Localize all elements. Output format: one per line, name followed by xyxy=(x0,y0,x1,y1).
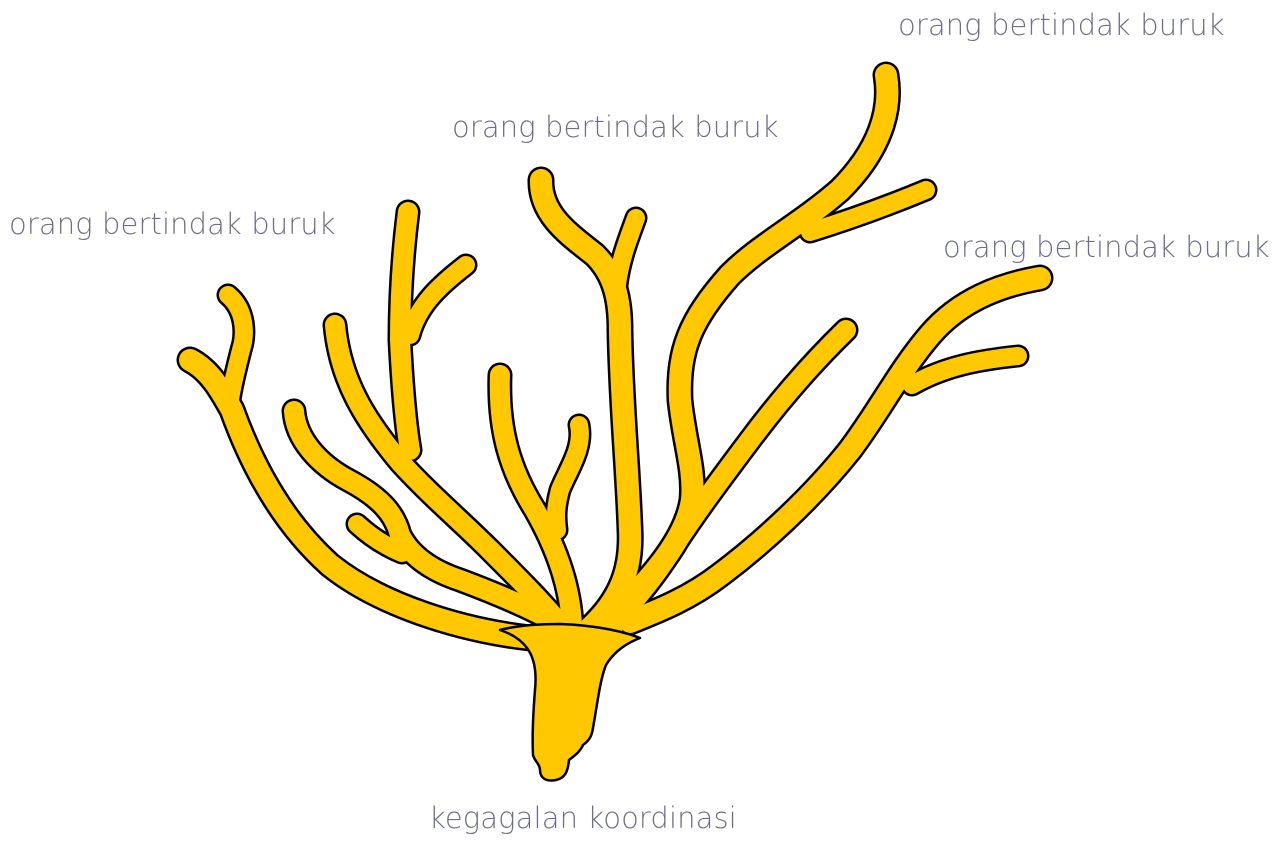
branch-center-tall-twig xyxy=(617,218,636,285)
branch-label-top-right: orang bertindak buruk xyxy=(898,11,1225,40)
branch-right-low-twig xyxy=(912,356,1018,385)
branch-label-right: orang bertindak buruk xyxy=(943,233,1270,262)
branch-label-left: orang bertindak buruk xyxy=(9,210,336,239)
branch-label-center: orang bertindak buruk xyxy=(452,113,779,142)
tree-fill xyxy=(190,75,1040,781)
root-label: kegagalan koordinasi xyxy=(429,804,737,833)
